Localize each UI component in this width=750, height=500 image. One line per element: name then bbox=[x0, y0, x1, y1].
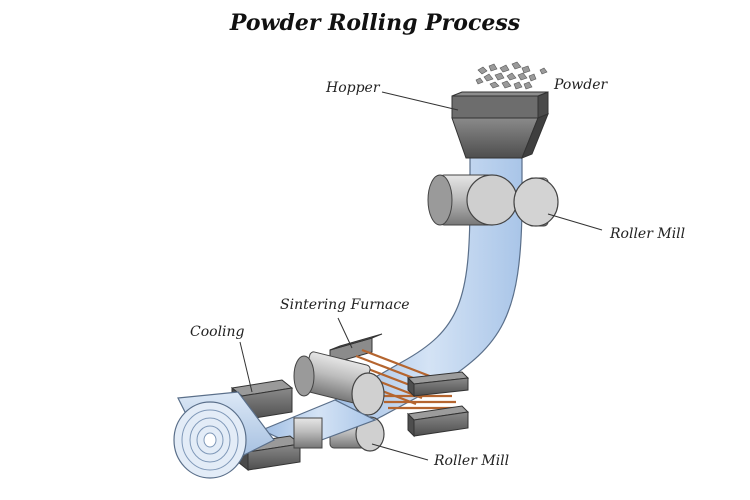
label-cooling: Cooling bbox=[190, 324, 245, 340]
roller-mill-top bbox=[427, 174, 559, 227]
label-sintering-furnace: Sintering Furnace bbox=[280, 297, 410, 313]
diagram-title: Powder Rolling Process bbox=[229, 10, 521, 36]
powder-particles bbox=[475, 61, 548, 90]
label-powder: Powder bbox=[553, 77, 609, 93]
coil bbox=[173, 391, 275, 479]
label-roller-mill-top: Roller Mill bbox=[609, 226, 685, 242]
hopper bbox=[451, 91, 549, 159]
label-roller-mill-bottom: Roller Mill bbox=[433, 453, 509, 469]
roller-mill-bottom bbox=[293, 351, 385, 452]
label-hopper: Hopper bbox=[325, 80, 381, 96]
leader-lines bbox=[239, 91, 603, 461]
